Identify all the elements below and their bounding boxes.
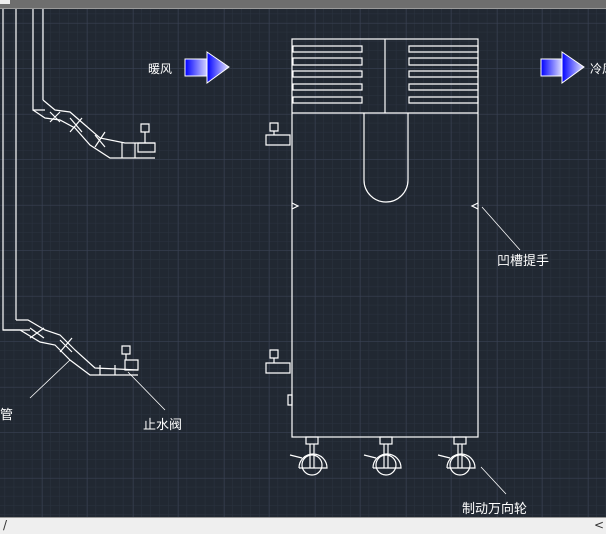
label-valve: 止水阀	[143, 418, 182, 433]
label-handle: 凹槽提手	[497, 253, 549, 269]
cad-drawing-canvas[interactable]: 暖风 冷风 凹槽提手 软管 止水阀 制动万向轮	[0, 9, 606, 517]
caster-wheels	[289, 436, 476, 476]
leader-lines	[29, 206, 521, 495]
label-casters: 制动万向轮	[462, 501, 527, 517]
layout-tab[interactable]: /	[3, 518, 8, 532]
grid-major	[0, 9, 606, 517]
cold-air-arrow-icon	[540, 51, 585, 84]
scroll-left-button[interactable]: <	[593, 518, 604, 532]
warm-air-arrow-icon	[184, 51, 230, 84]
top-toolbar-edge	[0, 0, 606, 9]
label-warm-air: 暖风	[148, 62, 172, 76]
layout-tab-bar: / <	[0, 517, 606, 534]
toolbar-button[interactable]	[0, 0, 10, 4]
hose-drawing	[2, 9, 156, 376]
label-hose: 软管	[0, 408, 13, 423]
label-cold-air: 冷风	[590, 62, 606, 76]
